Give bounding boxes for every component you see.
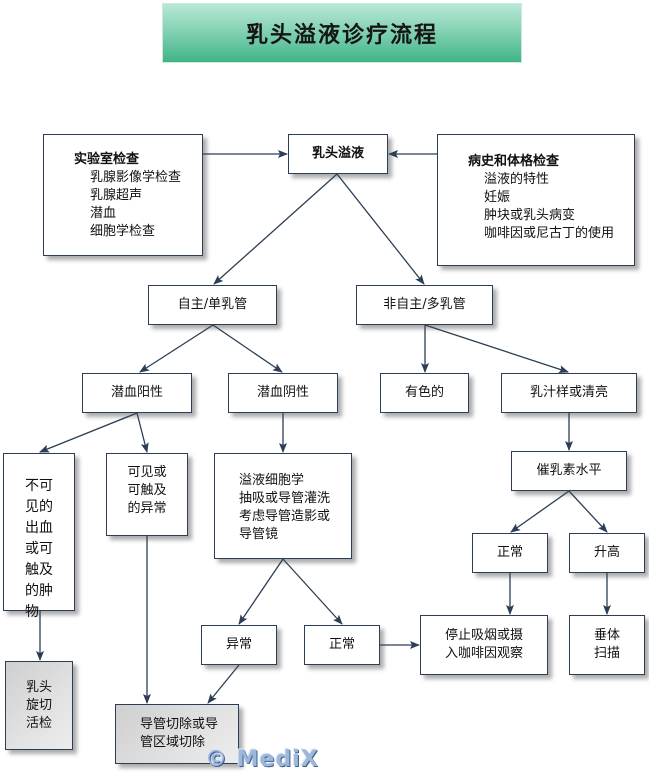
lab-item: 乳腺影像学检查: [90, 170, 182, 185]
arrow-abnormal-to-excision: [207, 664, 240, 704]
page-title: 乳头溢液诊疗流程: [162, 3, 522, 63]
node-label: 有色的: [404, 385, 444, 400]
node-line: 或可: [25, 541, 53, 557]
node-cytology-abnormal[interactable]: 异常: [201, 625, 277, 665]
node-label: 乳头溢液: [311, 146, 364, 161]
node-line: 垂体: [593, 628, 620, 643]
arrow-nonspontaneous-to-milky: [424, 324, 569, 373]
history-item: 溢液的特性: [484, 172, 550, 187]
node-line: 扫描: [593, 646, 620, 661]
node-line: 物: [25, 604, 39, 620]
node-pituitary-scan[interactable]: 垂体 扫描: [569, 615, 645, 675]
node-colored[interactable]: 有色的: [380, 373, 469, 413]
node-line: 旋切: [25, 697, 52, 713]
node-duct-excision[interactable]: 导管切除或导 管区域切除: [115, 704, 239, 764]
node-label: 自主/单乳管: [177, 297, 248, 312]
node-line: 乳头: [25, 679, 52, 695]
node-label: 乳汁样或清亮: [529, 385, 608, 400]
node-label: 催乳素水平: [536, 463, 602, 478]
node-line: 抽吸或导管灌洗: [239, 491, 331, 506]
node-cytology-normal[interactable]: 正常: [304, 625, 380, 665]
node-spontaneous-single-duct[interactable]: 自主/单乳管: [148, 285, 277, 325]
node-line: 出血: [25, 520, 53, 536]
arrow-cytology-to-normal: [282, 558, 343, 625]
node-line: 溢液细胞学: [239, 473, 305, 488]
arrow-spontaneous-to-occult-pos: [139, 324, 214, 373]
node-label: 潜血阳性: [110, 385, 163, 400]
node-line: 活检: [25, 715, 52, 731]
node-line: 入咖啡因观察: [444, 646, 523, 661]
history-heading: 病史和体格检查: [468, 154, 560, 169]
lab-item: 潜血: [90, 206, 117, 221]
node-line: 导管镜: [239, 527, 279, 542]
lab-heading: 实验室检查: [74, 152, 140, 167]
node-prolactin-normal[interactable]: 正常: [472, 533, 548, 573]
node-nipple-excision-biopsy[interactable]: 乳头 旋切 活检: [5, 661, 73, 750]
node-nipple-discharge[interactable]: 乳头溢液: [288, 134, 388, 174]
lab-item: 细胞学检查: [90, 224, 156, 239]
node-line: 见的: [25, 499, 53, 515]
node-line: 导管切除或导: [140, 717, 219, 732]
node-invisible-bleeding-or-mass[interactable]: 不可 见的 出血 或可 触及 的肿 物: [3, 453, 75, 620]
arrow-start-to-spontaneous: [213, 173, 338, 285]
node-line: 的异常: [127, 501, 167, 516]
node-label: 异常: [225, 637, 252, 652]
lab-item: 乳腺超声: [90, 188, 143, 203]
node-label: 正常: [496, 545, 523, 560]
node-visible-abnormality[interactable]: 可见或 可触及 的异常: [106, 453, 188, 536]
node-line: 停止吸烟或摄: [444, 628, 523, 643]
node-lab-tests[interactable]: 实验室检查 乳腺影像学检查 乳腺超声 潜血 细胞学检查: [43, 134, 203, 256]
history-item: 咖啡因或尼古丁的使用: [484, 226, 615, 241]
node-line: 考虑导管造影或: [239, 509, 331, 524]
node-stop-smoking-caffeine[interactable]: 停止吸烟或摄 入咖啡因观察: [420, 615, 548, 675]
history-item: 妊娠: [484, 190, 511, 205]
arrow-prolactin-to-high: [568, 490, 608, 533]
arrow-occult-pos-to-visible: [136, 412, 149, 453]
node-label: 非自主/多乳管: [383, 297, 466, 312]
node-prolactin-level[interactable]: 催乳素水平: [511, 451, 627, 491]
node-label: 潜血阴性: [256, 385, 309, 400]
node-label: 升高: [593, 545, 620, 560]
arrow-start-to-nonspontaneous: [336, 173, 425, 285]
node-nonspontaneous-multi-duct[interactable]: 非自主/多乳管: [356, 285, 493, 325]
node-discharge-cytology[interactable]: 溢液细胞学 抽吸或导管灌洗 考虑导管造影或 导管镜: [214, 453, 352, 559]
node-prolactin-elevated[interactable]: 升高: [569, 533, 645, 573]
arrow-prolactin-to-normal: [510, 490, 570, 533]
arrow-occult-pos-to-invisible: [39, 412, 138, 453]
arrow-spontaneous-to-occult-neg: [212, 324, 283, 373]
node-occult-blood-negative[interactable]: 潜血阴性: [228, 373, 338, 413]
arrow-cytology-to-abnormal: [238, 558, 284, 625]
node-line: 不可: [25, 478, 53, 494]
node-line: 管区域切除: [140, 735, 206, 750]
watermark: © MediX: [205, 747, 319, 772]
node-line: 可见或: [127, 465, 167, 480]
node-occult-blood-positive[interactable]: 潜血阳性: [82, 373, 192, 413]
history-item: 肿块或乳头病变: [484, 208, 576, 223]
node-line: 的肿: [25, 583, 53, 599]
node-milky-or-clear[interactable]: 乳汁样或清亮: [501, 373, 637, 413]
node-history-exam[interactable]: 病史和体格检查 溢液的特性 妊娠 肿块或乳头病变 咖啡因或尼古丁的使用: [437, 134, 635, 266]
node-line: 可触及: [127, 483, 167, 498]
node-line: 触及: [25, 562, 53, 578]
node-label: 正常: [328, 637, 355, 652]
